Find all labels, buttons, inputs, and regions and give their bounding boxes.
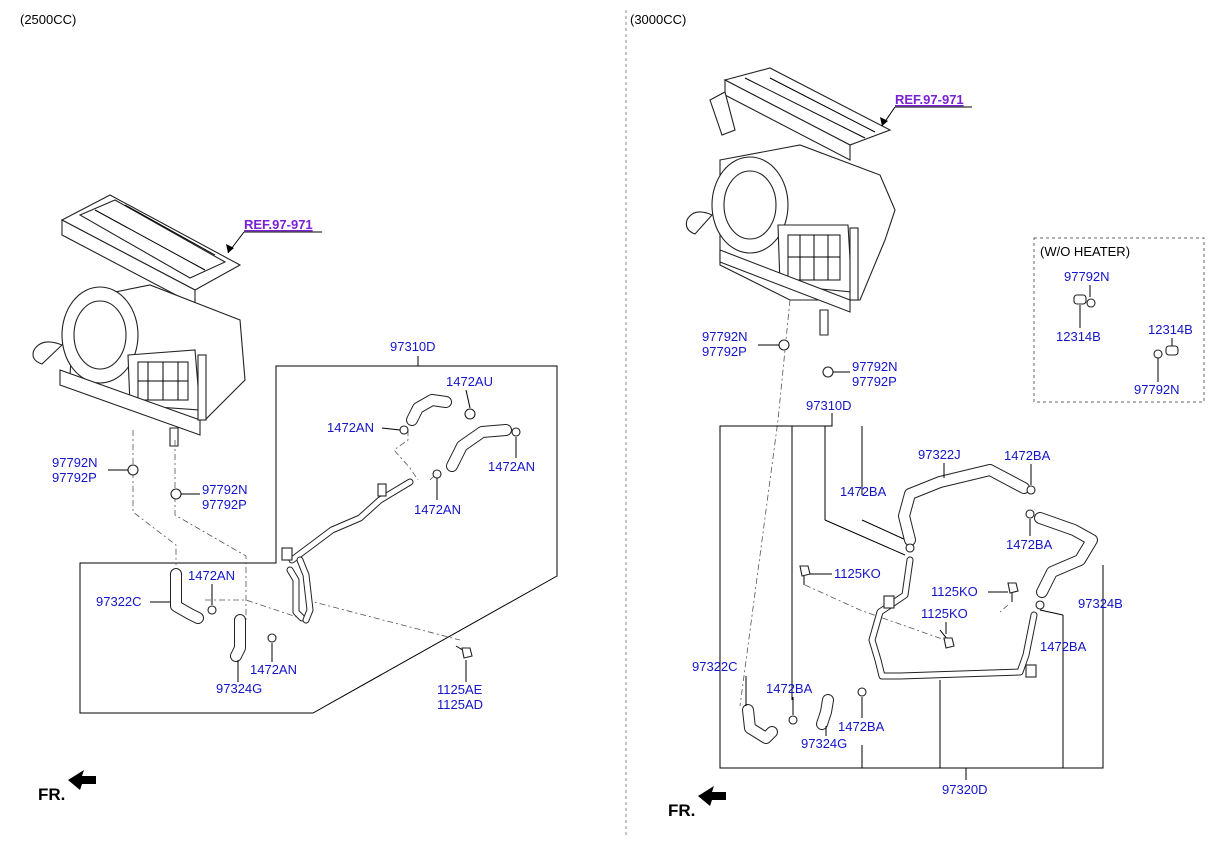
inset-label-12314B-b: 12314B [1148,322,1193,337]
left-label-1472AN-b: 1472AN [488,459,535,474]
right-ref-label[interactable]: REF.97-971 [895,92,964,107]
right-clamp-1472BA-b [1026,485,1036,495]
right-clip-97792-b [822,366,834,378]
right-label-97322C: 97322C [692,659,738,674]
left-label-97792P-b: 97792P [202,497,247,512]
inset-label-12314B-a: 12314B [1056,329,1101,344]
left-bolt-1125 [455,645,473,659]
left-label-1472AN-c: 1472AN [414,502,461,517]
left-label-97322C: 97322C [96,594,142,609]
inset-label-97792N-b: 97792N [1134,382,1180,397]
inset-label-97792N-a: 97792N [1064,269,1110,284]
right-label-97324G: 97324G [801,736,847,751]
left-front-indicator: FR. [38,785,65,804]
left-clamp-1472AU [464,408,476,420]
right-label-97324B: 97324B [1078,596,1123,611]
right-ref-link[interactable]: REF.97-971 [895,92,964,107]
right-bolt-1125KO-c [939,629,955,649]
left-label-1472AN-d: 1472AN [188,568,235,583]
right-label-97310D: 97310D [806,398,852,413]
left-clamp-1472AN-d [207,605,217,615]
right-label-1472BA-d: 1472BA [1040,639,1087,654]
left-label-97310D: 97310D [390,339,436,354]
right-heater-unit [685,67,896,336]
without-heater-inset: (W/O HEATER) 97792N 12314B 12314B 97792N [1033,237,1205,403]
left-clamp-1472AN-b [511,427,521,437]
right-label-97322J: 97322J [918,447,961,462]
right-label-1472BA-b: 1472BA [1004,448,1051,463]
right-variant-3000cc: (3000CC) REF.97-971 [630,12,1205,820]
left-variant-2500cc: (2500CC) REF.97-971 [20,12,558,804]
left-label-97792N-a: 97792N [52,455,98,470]
left-label-1472AU: 1472AU [446,374,493,389]
right-clip-97792-a [778,339,790,351]
right-front-indicator: FR. [668,801,695,820]
right-label-1472BA-a: 1472BA [840,484,887,499]
left-clip-97792-a [127,464,139,476]
right-label-97792P-b: 97792P [852,374,897,389]
right-clamp-1472BA-e [788,715,798,725]
right-label-97792N-a: 97792N [702,329,748,344]
left-label-1472AN-a: 1472AN [327,420,374,435]
right-label-1472BA-e: 1472BA [766,681,813,696]
left-clamp-1472AN-a [399,425,409,435]
right-clamp-1472BA-d [1035,600,1045,610]
left-label-97792P-a: 97792P [52,470,97,485]
right-label-1472BA-c: 1472BA [1006,537,1053,552]
right-label-1125KO-c: 1125KO [921,606,968,621]
without-heater-title: (W/O HEATER) [1040,244,1130,259]
right-bolt-1125KO-a [799,565,811,585]
right-clamp-1472BA-c [1025,509,1035,519]
right-label-1472BA-f: 1472BA [838,719,885,734]
left-clip-97792-b [170,488,182,500]
left-clamp-1472AN-e [267,633,277,643]
left-label-1125AE: 1125AE [437,682,483,697]
left-label-97324G: 97324G [216,681,262,696]
right-front-arrow-icon [698,786,726,806]
left-label-1472AN-e: 1472AN [250,662,297,677]
right-label-97792P-a: 97792P [702,344,747,359]
right-label-1125KO-b: 1125KO [931,584,978,599]
right-bolt-1125KO-b [1007,582,1019,602]
left-ref-label[interactable]: REF.97-971 [244,217,313,232]
left-front-arrow-icon [68,770,96,790]
left-label-97792N-b: 97792N [202,482,248,497]
right-label-97320D: 97320D [942,782,988,797]
right-label-97792N-b: 97792N [852,359,898,374]
right-clamp-1472BA-f [857,687,867,697]
left-heater-unit [32,194,246,447]
left-engine-header: (2500CC) [20,12,76,27]
left-ref-link[interactable]: REF.97-971 [244,217,313,232]
left-label-1125AD: 1125AD [437,697,483,712]
right-label-1125KO-a: 1125KO [834,566,881,581]
left-clamp-1472AN-c [432,469,442,479]
right-clamp-1472BA-a [905,543,915,553]
right-engine-header: (3000CC) [630,12,686,27]
